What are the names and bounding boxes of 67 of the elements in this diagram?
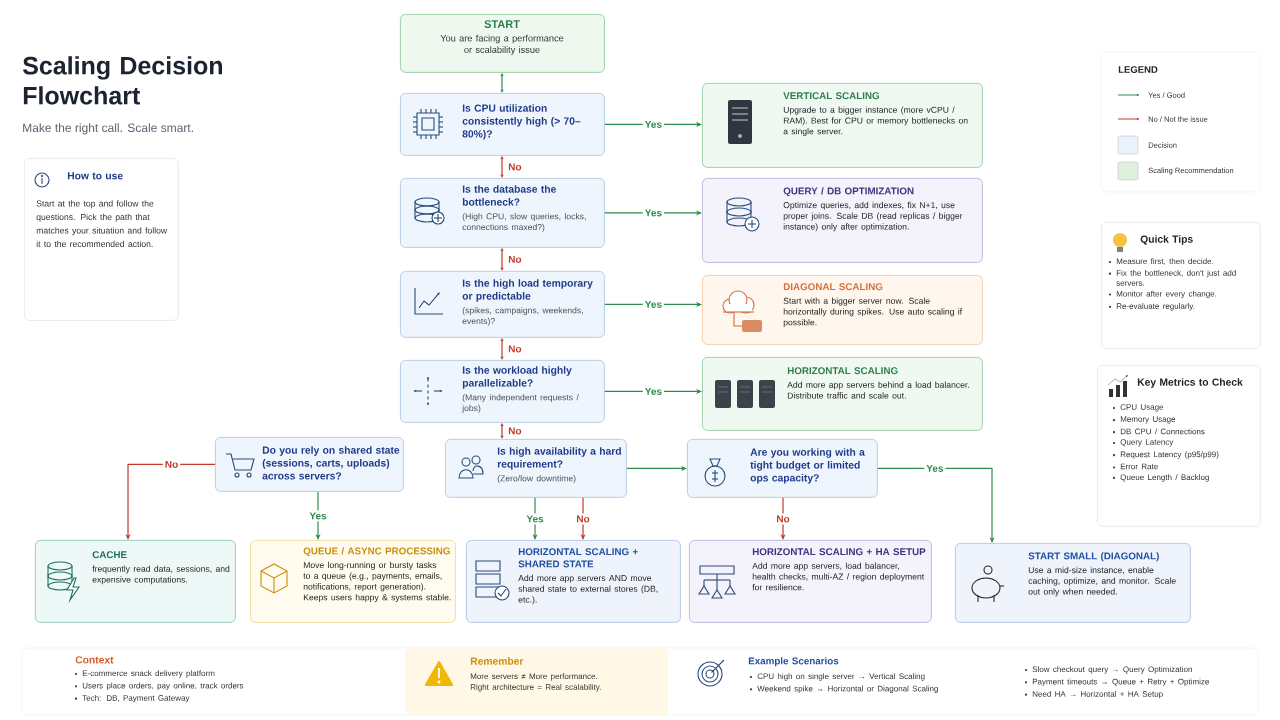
context-section: Context E-commerce snack delivery platform Users place orders, pay online, track orders Tech: DB, Payment Gateway — [74, 656, 244, 703]
decision-box: Is high availability a hard requirement? (Zero/low downtime) — [445, 439, 627, 498]
node-label: Queue Length / Backlog — [1120, 474, 1209, 482]
edge-label: Yes — [642, 207, 665, 219]
tips-card: Quick Tips Measure first, then decide. Fix the bottleneck, don't just add servers. Monitor after every change. Re-evaluate regularly. — [1101, 222, 1261, 349]
node-label: Tech: DB, Payment Gateway — [82, 694, 190, 703]
node-label: Users place orders, pay online, track orders — [82, 682, 244, 691]
note-panel: Remember More servers ≠ More performance. Right architecture = Real scalability. — [405, 648, 669, 716]
decision-box: Do you rely on shared state (sessions, carts, uploads) across servers? — [215, 437, 404, 492]
decision-box: Is the database the bottleneck? (High CPU, slow queries, locks, connections maxed?) — [400, 178, 605, 248]
arrow — [604, 301, 702, 307]
recommendation-box: HORIZONTAL SCALING + HA SETUP Add more app servers, load balancer, health checks, multi-AZ / region deployment for resilience. — [689, 540, 932, 623]
edge-label: Yes — [924, 462, 946, 474]
edge-label: No — [508, 345, 522, 353]
decision-box: Is the high load temporary or predictable (spikes, campaigns, weekends, events)? — [400, 271, 605, 338]
node-label: Fix the bottleneck, don't just add servers. — [1116, 269, 1236, 286]
edge-label: No — [774, 513, 792, 525]
edge-label: Yes — [642, 118, 665, 130]
title: Scaling Decision Flowchart — [22, 56, 223, 105]
node-label: Monitor after every change. — [1116, 290, 1217, 299]
arrow — [500, 156, 504, 178]
node-label: Error Rate — [1120, 463, 1158, 470]
edge-label: No — [508, 163, 522, 171]
edge-label: No — [574, 513, 592, 525]
recommendation-box: QUERY / DB OPTIMIZATION Optimize queries, add indexes, fix N+1, use proper joins. Scale DB (read replicas / bigger instance) only after optimization. — [702, 178, 983, 263]
edge-label: No — [162, 458, 181, 470]
arrow — [500, 338, 504, 360]
edge-label: Yes — [642, 385, 665, 397]
recommendation-box: HORIZONTAL SCALING Add more app servers behind a load balancer. Distribute traffic and scale out. — [702, 357, 983, 431]
edge-label: Yes — [642, 298, 665, 310]
recommendation-box: QUEUE / ASYNC PROCESSING Move long-running or bursty tasks to a queue (e.g., payments, emails, notifications, report generation). Keeps users happy & systems stable. — [250, 540, 456, 623]
edge-label: No — [508, 427, 522, 435]
node-label: Memory Usage — [1120, 416, 1176, 424]
node-label: Re-evaluate regularly. — [1116, 303, 1195, 311]
info-card: How to use Start at the top and follow the questions. Pick the path that matches your situation and follow it to the recommended action. — [24, 158, 179, 321]
decision-box: Is the workload highly parallelizable? (Many independent requests / jobs) — [400, 360, 605, 423]
recommendation-box: VERTICAL SCALING Upgrade to a bigger instance (more vCPU / RAM). Best for CPU or memory bottlenecks on a single server. — [702, 83, 983, 168]
node-label: Measure first, then decide. — [1116, 258, 1214, 266]
node-label: Query Latency — [1120, 439, 1174, 447]
metrics-card: Key Metrics to Check CPU Usage Memory Usage DB CPU / Connections Query Latency Request Latency (p95/p99) Error Rate Queue Length / Backlog — [1097, 365, 1261, 527]
node-label: Request Latency (p95/p99) — [1120, 451, 1219, 459]
node-label: Context — [75, 656, 114, 664]
recommendation-box: DIAGONAL SCALING Start with a bigger server now. Scale horizontally during spikes. Use auto scaling if possible. — [702, 275, 983, 345]
scenarios-section: Example Scenarios CPU high on single server → Vertical Scaling Weekend spike → Horizontal or Diagonal Scaling Slow checkout query → Query Optimization Payment timeouts → Queue + Retry + Optimize Need HA → Horizontal + HA Setup — [748, 657, 1209, 699]
decision-box: Is CPU utilization consistently high (> 70–80%)? — [400, 93, 605, 156]
arrow — [604, 121, 702, 127]
node-label: E-commerce snack delivery platform — [82, 670, 215, 678]
edge-label: Yes — [524, 513, 546, 525]
arrow — [500, 73, 504, 93]
edge-label: No — [508, 255, 522, 263]
recommendation-box: HORIZONTAL SCALING + SHARED STATE Add more app servers AND move shared state to external stores (DB, etc.). — [466, 540, 681, 623]
node-label: Key Metrics to Check — [1137, 378, 1243, 388]
subtitle: Make the right call. Scale smart. — [23, 123, 193, 135]
arrow — [500, 423, 504, 439]
arrow — [500, 248, 504, 271]
node-label: Quick Tips — [1140, 235, 1193, 245]
arrow — [604, 388, 702, 394]
recommendation-box: START SMALL (DIAGONAL) Use a mid-size instance, enable caching, optimize, and monitor. Scale out only when needed. — [955, 543, 1191, 623]
arrow — [877, 467, 995, 543]
start-box: START You are facing a performance or scalability issue — [400, 14, 605, 73]
recommendation-box: CACHE frequently read data, sessions, and expensive computations. — [35, 540, 236, 623]
edge-label: Yes — [307, 510, 329, 522]
arrow — [626, 465, 687, 471]
node-label: CPU Usage — [1120, 404, 1164, 412]
legend-title: LEGEND — [1118, 66, 1158, 73]
decision-box: Are you working with a tight budget or limited ops capacity? — [687, 439, 878, 498]
node-label: DB CPU / Connections — [1120, 428, 1205, 435]
